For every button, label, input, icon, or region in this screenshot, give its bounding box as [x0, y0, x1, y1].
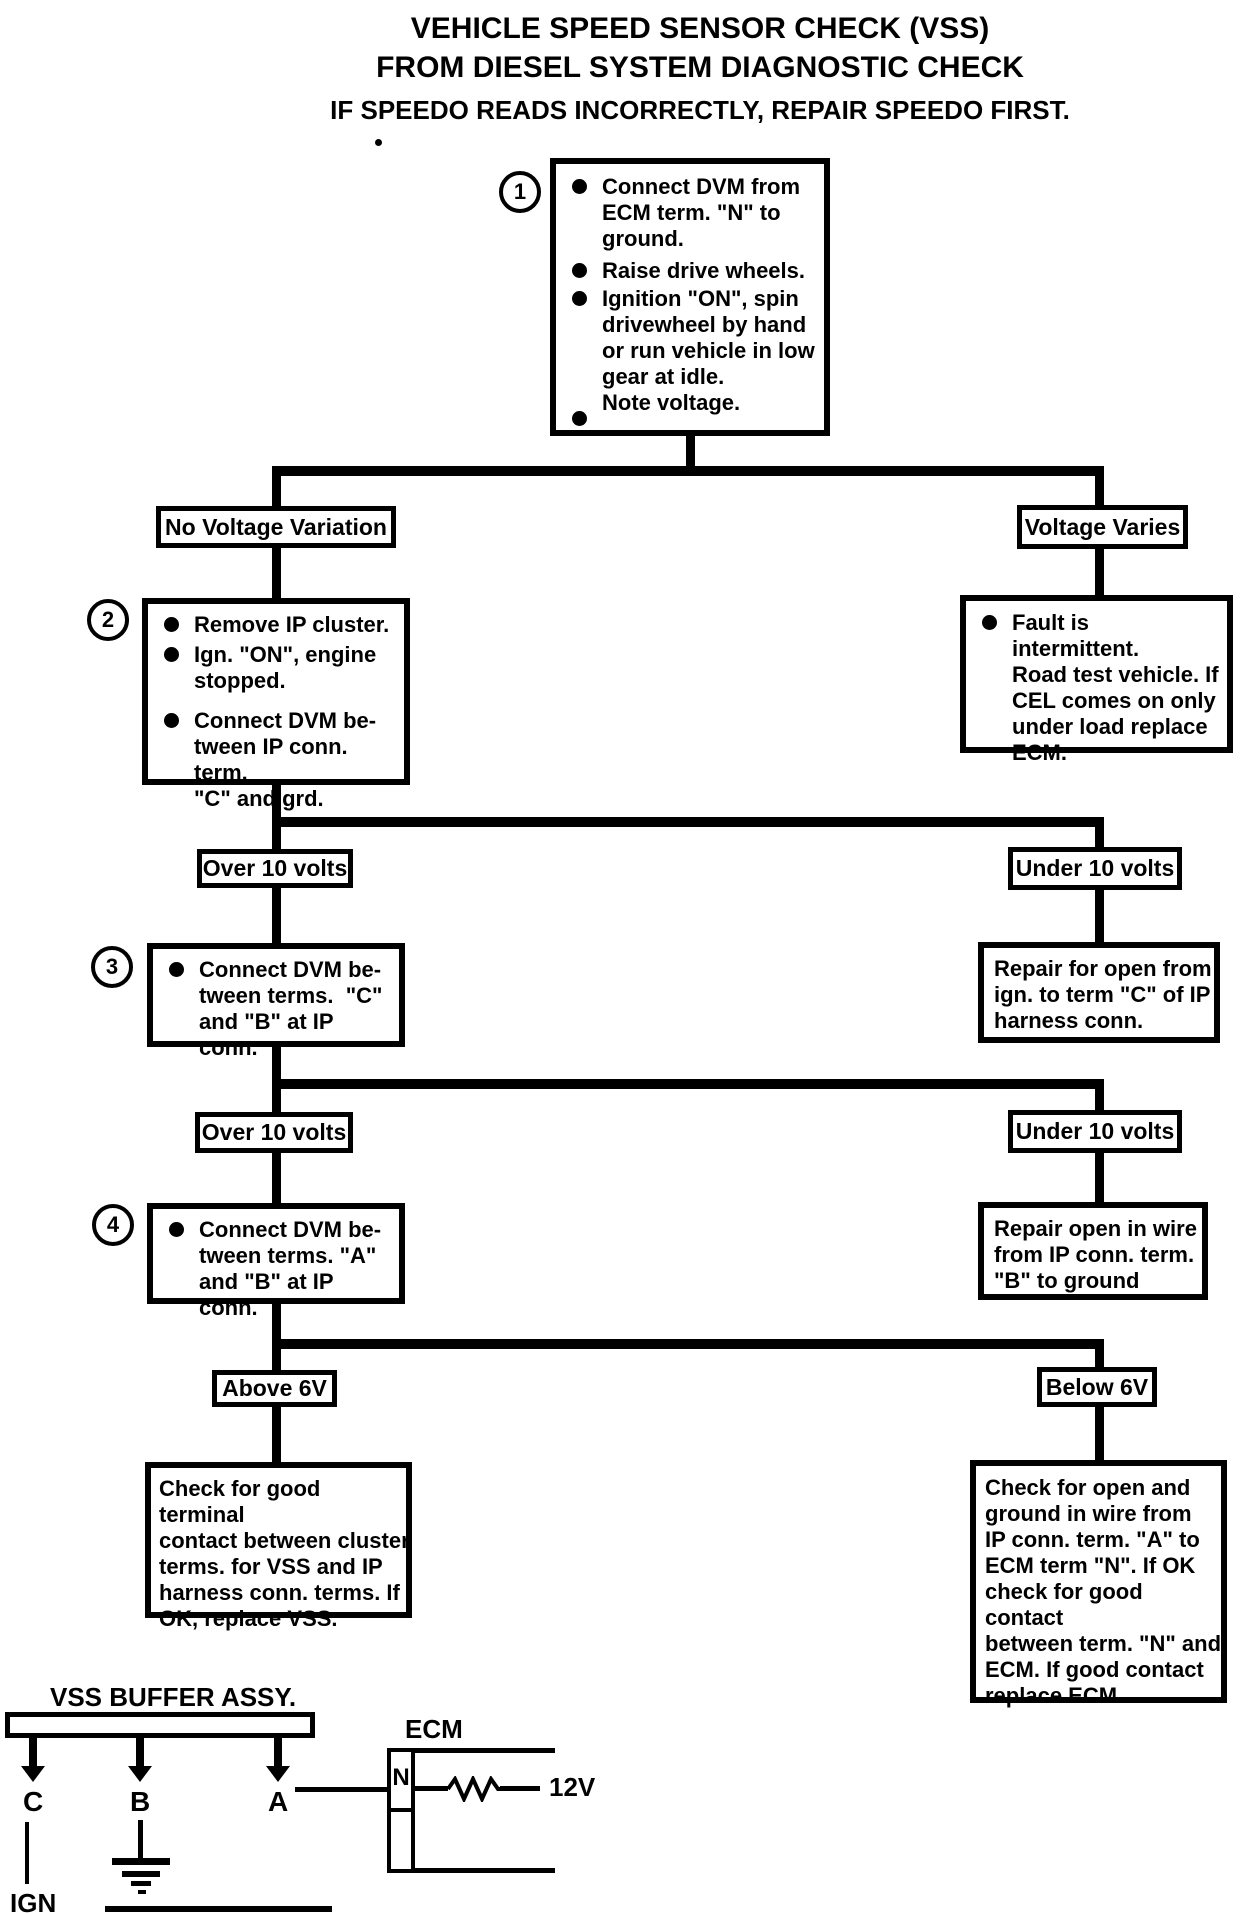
step-2-box: Remove IP cluster. Ign. "ON", engine sto…: [142, 598, 410, 811]
step-2-bullet-1: Remove IP cluster.: [164, 612, 396, 638]
connector-line: [272, 785, 281, 827]
step-2-bullet-3: Connect DVM be- tween IP conn. term. "C"…: [164, 708, 396, 812]
outcome-over-10-volts-1: Over 10 volts: [197, 849, 353, 888]
page-title-line1: VEHICLE SPEED SENSOR CHECK (VSS): [410, 12, 990, 45]
step-3-number-badge: 3: [91, 946, 133, 988]
step-1-bullet-2: Raise drive wheels.: [572, 258, 816, 284]
outcome-below-6v: Below 6V: [1037, 1367, 1157, 1407]
connector-line: [272, 1079, 281, 1114]
terminal-a-label: A: [268, 1786, 289, 1817]
ecm-top-wire: [415, 1748, 555, 1753]
result-repair-open-wire-box: Repair open in wire from IP conn. term. …: [978, 1202, 1208, 1300]
ecm-bottom-wire: [415, 1868, 555, 1873]
down-arrow-icon: [136, 1738, 144, 1768]
bottom-edge-line: [105, 1906, 332, 1912]
bullet-icon: [572, 411, 587, 426]
connector-line: [1095, 466, 1104, 509]
page-subtitle: IF SPEEDO READS INCORRECTLY, REPAIR SPEE…: [330, 95, 1070, 125]
step-4-number-badge: 4: [92, 1204, 134, 1246]
step-2-number-badge: 2: [87, 599, 129, 641]
connector-line: [272, 1079, 1104, 1089]
outcome-voltage-varies: Voltage Varies: [1017, 505, 1188, 549]
down-arrow-icon: [266, 1766, 290, 1782]
result-repair-open-ign-box: Repair for open from ign. to term "C" of…: [978, 942, 1220, 1043]
ecm-label: ECM: [405, 1714, 463, 1744]
bullet-icon: [164, 713, 179, 728]
step-3-box: Connect DVM be- tween terms. "C" and "B"…: [147, 943, 405, 1060]
bullet-icon: [572, 179, 587, 194]
down-arrow-icon: [21, 1766, 45, 1782]
connector-line: [272, 1407, 281, 1464]
step-2-bullet-2: Ign. "ON", engine stopped.: [164, 642, 396, 694]
step-1-number-badge: 1: [499, 171, 541, 213]
result-check-terminal-contact-box: Check for good terminal contact between …: [145, 1462, 412, 1631]
bullet-icon: [982, 615, 997, 630]
outcome-under-10-volts-2: Under 10 volts: [1008, 1110, 1182, 1153]
connector-line: [272, 1304, 281, 1349]
ecm-mid-wire: [415, 1786, 448, 1791]
connector-line: [272, 466, 1104, 476]
resistor-icon: [448, 1776, 502, 1802]
bullet-icon: [169, 962, 184, 977]
vss-buffer-bar: [5, 1712, 315, 1738]
step-1-empty-bullet: [572, 406, 816, 426]
bullet-icon: [164, 647, 179, 662]
ecm-connector-divider: [391, 1808, 411, 1812]
wire-a-to-ecm: [295, 1787, 387, 1792]
step-1-bullet-3: Ignition "ON", spin drivewheel by hand o…: [572, 286, 816, 416]
connector-line: [272, 1339, 281, 1372]
connector-line: [1095, 1153, 1104, 1204]
connector-line: [272, 817, 281, 851]
connector-line: [686, 436, 695, 470]
voltage-12v-label: 12V: [549, 1772, 596, 1802]
ecm-connector-box: N: [387, 1748, 415, 1873]
down-arrow-icon: [274, 1738, 282, 1768]
step-3-bullet-1: Connect DVM be- tween terms. "C" and "B"…: [169, 957, 391, 1061]
connector-line: [272, 548, 281, 600]
outcome-over-10-volts-2: Over 10 volts: [195, 1112, 353, 1153]
connector-line: [272, 466, 281, 510]
page-title-line2: FROM DIESEL SYSTEM DIAGNOSTIC CHECK: [376, 51, 1024, 84]
bullet-icon: [164, 617, 179, 632]
terminal-c-label: C: [23, 1786, 44, 1817]
step-4-bullet-1: Connect DVM be- tween terms. "A" and "B"…: [169, 1217, 391, 1321]
connector-line: [1095, 1339, 1104, 1369]
result-fault-intermittent-box: Fault is intermittent. Road test vehicle…: [960, 595, 1233, 765]
result-check-open-ground-box: Check for open and ground in wire from I…: [970, 1460, 1227, 1708]
bullet-icon: [572, 263, 587, 278]
connector-line: [1095, 549, 1104, 597]
step-1-box: Connect DVM from ECM term. "N" to ground…: [550, 158, 830, 436]
bullet-icon: [572, 291, 587, 306]
connector-line: [272, 1153, 281, 1205]
connector-line: [272, 1339, 1104, 1349]
terminal-b-label: B: [130, 1786, 151, 1817]
ign-label: IGN: [10, 1888, 57, 1914]
connector-line: [272, 817, 1104, 827]
fault-bullet: Fault is intermittent. Road test vehicle…: [982, 610, 1219, 766]
step-4-box: Connect DVM be- tween terms. "A" and "B"…: [147, 1203, 405, 1320]
ecm-terminal-n-label: N: [392, 1764, 410, 1791]
stray-period-dot: [375, 139, 382, 146]
connector-line: [272, 888, 281, 945]
outcome-under-10-volts-1: Under 10 volts: [1008, 847, 1182, 890]
ecm-mid-wire-2: [500, 1786, 540, 1791]
connector-line: [1095, 890, 1104, 944]
outcome-above-6v: Above 6V: [212, 1370, 337, 1407]
connector-line: [1095, 1079, 1104, 1112]
outcome-no-voltage-variation: No Voltage Variation: [156, 506, 396, 548]
connector-line: [1095, 817, 1104, 850]
down-arrow-icon: [29, 1738, 37, 1768]
wire-b-to-ground: [138, 1820, 143, 1862]
wire-c-to-ign: [25, 1822, 29, 1884]
connector-line: [1095, 1407, 1104, 1462]
connector-line: [272, 1047, 281, 1089]
step-1-bullet-1: Connect DVM from ECM term. "N" to ground…: [572, 174, 816, 252]
down-arrow-icon: [128, 1766, 152, 1782]
bullet-icon: [169, 1222, 184, 1237]
vss-buffer-assy-label: VSS BUFFER ASSY.: [50, 1682, 297, 1712]
